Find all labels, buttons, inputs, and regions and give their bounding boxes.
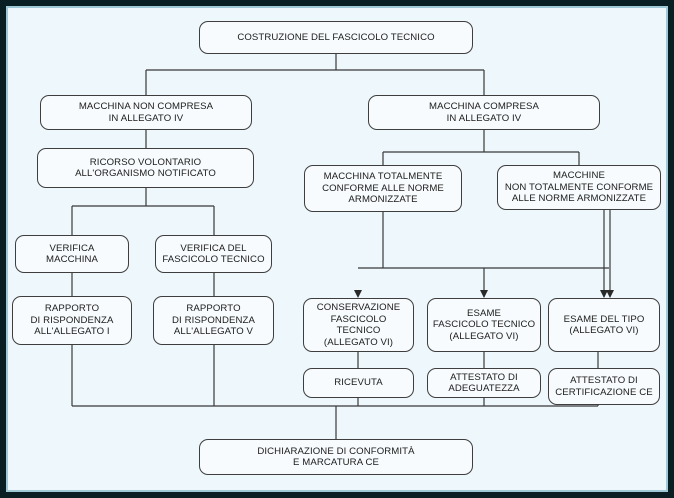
ricorso-box: RICORSO VOLONTARIO ALL'ORGANISMO NOTIFIC…	[37, 148, 254, 188]
totalmente-conforme-box: MACCHINA TOTALMENTE CONFORME ALLE NORME …	[304, 165, 462, 212]
attestato-adeguatezza-box: ATTESTATO DI ADEGUATEZZA	[427, 368, 541, 398]
rapporto-v-box: RAPPORTO DI RISPONDENZA ALL'ALLEGATO V	[153, 296, 274, 345]
non-totalmente-conforme-box: MACCHINE NON TOTALMENTE CONFORME ALLE NO…	[497, 165, 661, 210]
esame-fascicolo-box: ESAME FASCICOLO TECNICO (ALLEGATO VI)	[427, 298, 541, 352]
esame-tipo-box: ESAME DEL TIPO (ALLEGATO VI)	[548, 298, 660, 352]
ricevuta-box: RICEVUTA	[303, 368, 414, 398]
compresa-box: MACCHINA COMPRESA IN ALLEGATO IV	[368, 95, 600, 130]
attestato-certificazione-box: ATTESTATO DI CERTIFICAZIONE CE	[548, 368, 660, 405]
conservazione-box: CONSERVAZIONE FASCICOLO TECNICO (ALLEGAT…	[303, 298, 414, 352]
verifica-macchina-box: VERIFICA MACCHINA	[15, 235, 129, 273]
verifica-fascicolo-box: VERIFICA DEL FASCICOLO TECNICO	[155, 235, 272, 273]
rapporto-i-box: RAPPORTO DI RISPONDENZA ALL'ALLEGATO I	[12, 296, 132, 345]
non-compresa-box: MACCHINA NON COMPRESA IN ALLEGATO IV	[40, 95, 252, 130]
dichiarazione-box: DICHIARAZIONE DI CONFORMITÀ E MARCATURA …	[199, 439, 473, 475]
title-box: COSTRUZIONE DEL FASCICOLO TECNICO	[199, 21, 473, 54]
